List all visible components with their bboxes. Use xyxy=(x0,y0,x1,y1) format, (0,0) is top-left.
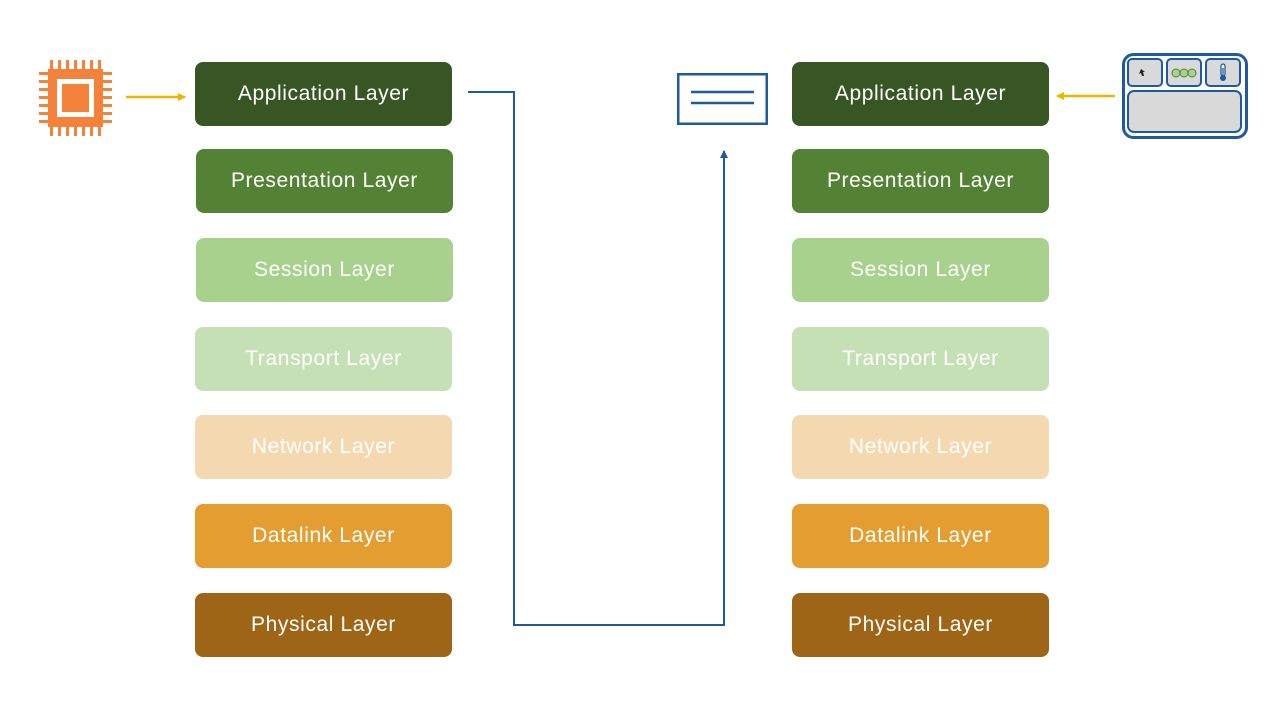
layer-label: Physical Layer xyxy=(251,613,396,636)
left-session-layer: Session Layer xyxy=(196,238,453,302)
layer-label: Network Layer xyxy=(848,435,993,458)
layer-label: Presentation Layer xyxy=(826,169,1015,192)
data-flow-connector xyxy=(468,91,728,626)
layer-label: Physical Layer xyxy=(848,613,993,636)
right-physical-layer: Physical Layer xyxy=(792,593,1049,657)
right-network-layer: Network Layer xyxy=(792,415,1049,479)
layer-label: Datalink Layer xyxy=(252,524,395,547)
left-datalink-layer: Datalink Layer xyxy=(195,504,452,568)
message-document-icon xyxy=(677,73,768,125)
left-presentation-layer: Presentation Layer xyxy=(196,149,453,213)
right-session-layer: Session Layer xyxy=(792,238,1049,302)
layer-label: Network Layer xyxy=(251,435,396,458)
layer-label: Session Layer xyxy=(254,258,395,281)
right-datalink-layer: Datalink Layer xyxy=(792,504,1049,568)
layer-label: Presentation Layer xyxy=(230,169,419,192)
left-network-layer: Network Layer xyxy=(195,415,452,479)
right-application-layer: Application Layer xyxy=(792,62,1049,126)
right-presentation-layer: Presentation Layer xyxy=(792,149,1049,213)
cpu-chip-icon xyxy=(38,60,118,136)
left-application-layer: Application Layer xyxy=(195,62,452,126)
layer-label: Application Layer xyxy=(237,82,410,105)
layer-label: Transport Layer xyxy=(245,347,402,370)
layer-label: Datalink Layer xyxy=(849,524,992,547)
layer-label: Transport Layer xyxy=(842,347,999,370)
sensor-panel-icon xyxy=(1122,53,1248,139)
layer-label: Session Layer xyxy=(850,258,991,281)
right-transport-layer: Transport Layer xyxy=(792,327,1049,391)
left-transport-layer: Transport Layer xyxy=(195,327,452,391)
left-physical-layer: Physical Layer xyxy=(195,593,452,657)
layer-label: Application Layer xyxy=(834,82,1007,105)
